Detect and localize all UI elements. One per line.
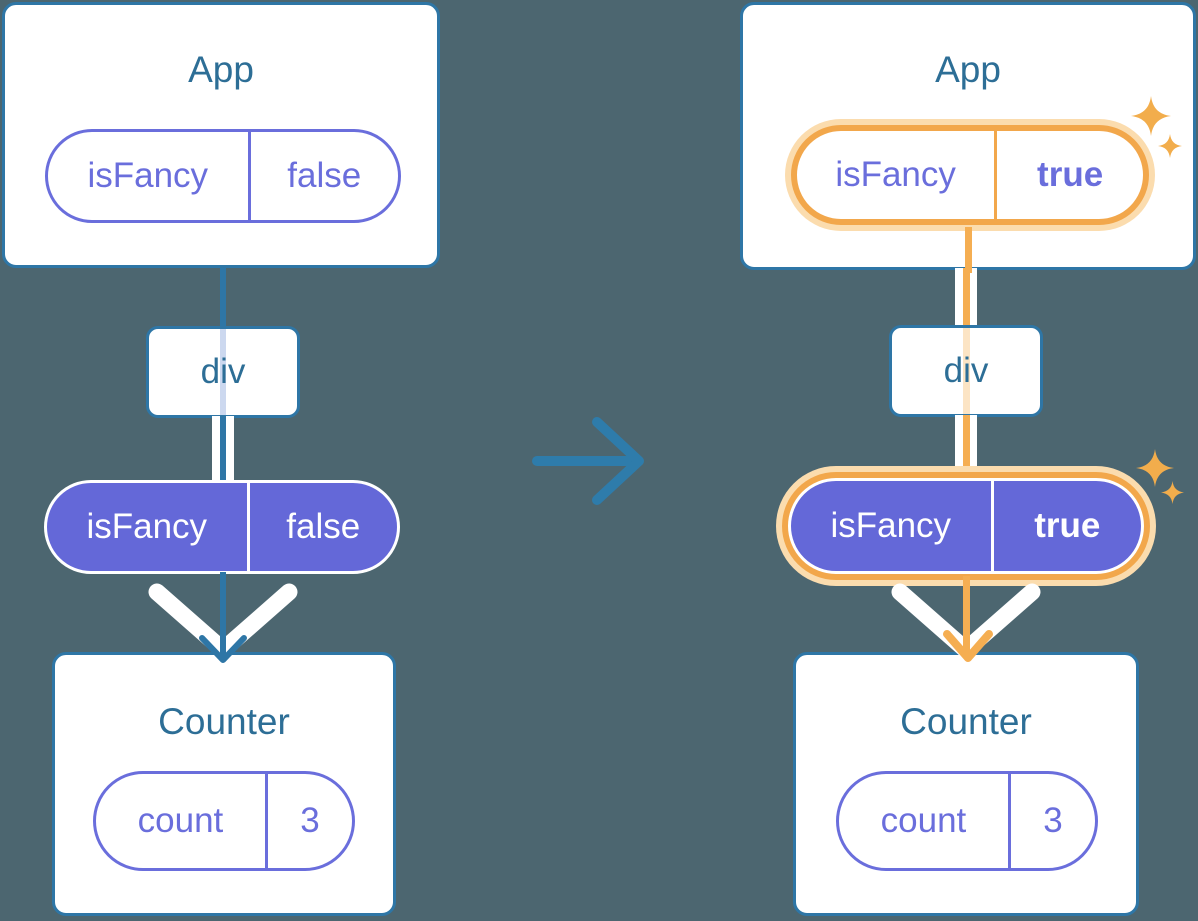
state-pill-highlighted: isFancy true [791, 125, 1149, 225]
sparkle-icon [1136, 449, 1174, 487]
edge-pill-to-card-bottom [965, 227, 972, 273]
state-pill: isFancy false [45, 129, 401, 223]
component-title: App [188, 49, 254, 90]
state-name: isFancy [835, 155, 956, 194]
prop-flow-pipe [955, 415, 977, 480]
counter-card: Counter count 3 [793, 652, 1139, 916]
sparkle-icon [1161, 481, 1184, 504]
prop-flow-pipe [212, 416, 234, 482]
element-label: div [943, 351, 989, 390]
app-card: App isFancy true [740, 2, 1196, 273]
transition-arrow-icon [532, 417, 644, 505]
state-value: false [247, 132, 399, 220]
arrowhead-icon [943, 630, 993, 662]
state-name: isFancy [87, 156, 209, 195]
prop-trace-line [220, 329, 226, 415]
prop-pill-highlighted: isFancy true [788, 478, 1144, 574]
state-pill: count 3 [836, 771, 1098, 871]
prop-flow-pipe [955, 268, 977, 326]
sparkle-icon [1158, 134, 1182, 158]
state-pill: count 3 [93, 771, 355, 871]
counter-card: Counter count 3 [52, 652, 396, 916]
state-name: count [880, 801, 967, 840]
component-title: Counter [900, 701, 1032, 742]
prop-pill: isFancy false [44, 480, 400, 574]
state-value: true [994, 131, 1143, 219]
prop-value: false [246, 483, 398, 571]
div-card: div [889, 325, 1043, 417]
sparkle-icon [1131, 96, 1171, 136]
edge-app-to-div [220, 267, 226, 326]
state-value: 3 [1007, 774, 1095, 868]
edge-pill-to-counter [220, 572, 226, 656]
state-name: count [137, 801, 224, 840]
component-title: Counter [158, 701, 290, 742]
prop-name: isFancy [86, 507, 208, 546]
edge-pill-to-counter [963, 576, 970, 658]
element-label: div [200, 352, 246, 391]
component-title: App [935, 49, 1001, 90]
div-card: div [146, 326, 300, 418]
state-value: 3 [264, 774, 352, 868]
prop-name: isFancy [830, 506, 952, 545]
prop-value: true [990, 481, 1142, 571]
arrowhead-icon [199, 635, 247, 663]
app-card: App isFancy false [2, 2, 440, 268]
prop-trace-line [963, 328, 970, 414]
